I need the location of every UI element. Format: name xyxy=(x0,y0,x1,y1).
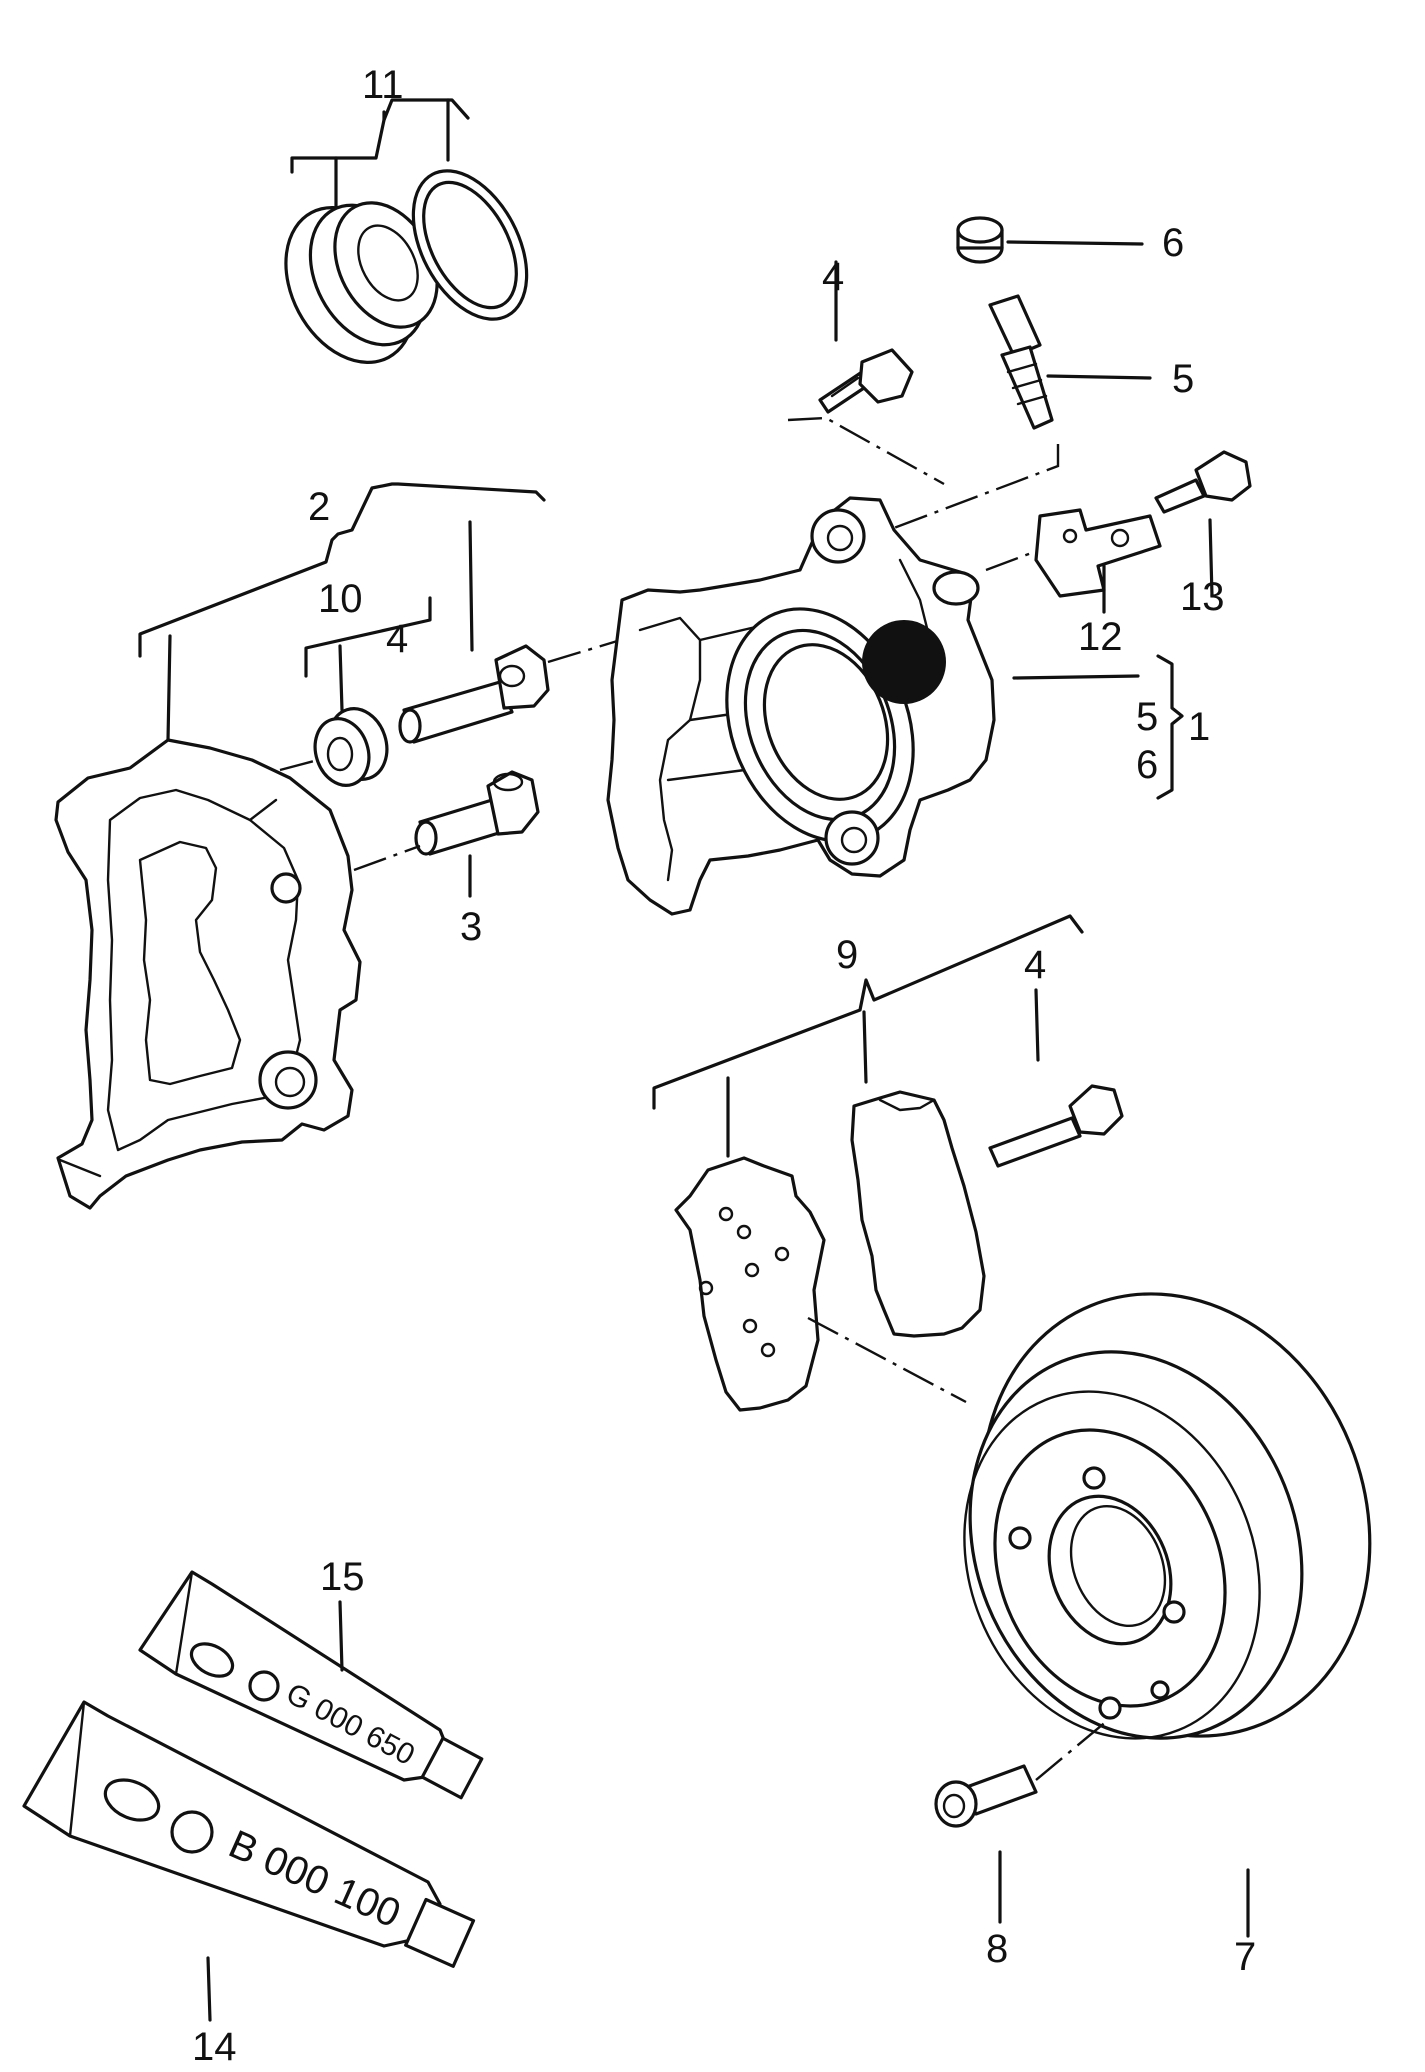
part-6-dust-cap xyxy=(956,216,1144,264)
part-13-bolt xyxy=(1154,450,1252,598)
marker-dot xyxy=(862,620,946,704)
part-9-brake-pads xyxy=(652,914,1084,1412)
part-7-brake-disc xyxy=(963,1292,1372,1938)
part-3-bolt xyxy=(353,770,540,898)
part-8-bolt xyxy=(934,1719,1109,1924)
guide-line-bolt-12 xyxy=(985,550,1035,572)
callout-6-right: 6 xyxy=(1136,743,1158,787)
callout-14: 14 xyxy=(192,2025,237,2069)
brake-carrier xyxy=(54,738,362,1210)
callout-9: 9 xyxy=(836,933,858,977)
part-12-bracket xyxy=(1034,508,1162,614)
callout-7: 7 xyxy=(1234,1935,1256,1979)
callout-5-top: 5 xyxy=(1172,357,1194,401)
callout-12: 12 xyxy=(1078,615,1123,659)
callout-6-top: 6 xyxy=(1162,221,1184,265)
callout-4-lower: 4 xyxy=(1024,943,1046,987)
callout-5-right: 5 xyxy=(1136,695,1158,739)
part-14-tube: B 000 100 xyxy=(22,1700,476,2022)
part-10-bushing xyxy=(279,707,389,787)
part-4-bolt-top xyxy=(818,260,914,414)
callout-11: 11 xyxy=(362,63,404,107)
callout-bracket-1 xyxy=(1156,654,1184,800)
callout-8: 8 xyxy=(986,1927,1008,1971)
callout-3: 3 xyxy=(460,905,482,949)
guide-line-bleeder xyxy=(861,444,1060,542)
guide-line-bolt xyxy=(787,416,945,486)
brake-caliper xyxy=(606,496,1140,916)
part-15-tube: G 000 650 xyxy=(138,1570,484,1800)
part-4-guide-pin xyxy=(398,608,721,744)
callout-4-top: 4 xyxy=(822,255,844,299)
callout-4-guide: 4 xyxy=(386,617,408,661)
callout-1: 1 xyxy=(1188,705,1210,749)
part-4-bolt-lower xyxy=(988,988,1124,1168)
callout-15: 15 xyxy=(320,1555,365,1599)
callout-2: 2 xyxy=(308,485,330,529)
part-2-guide-group xyxy=(138,482,546,742)
callout-13: 13 xyxy=(1180,575,1225,619)
part-11-seal-kit xyxy=(284,98,529,364)
part-5-bleeder-valve xyxy=(988,294,1152,430)
callout-10: 10 xyxy=(318,577,363,621)
